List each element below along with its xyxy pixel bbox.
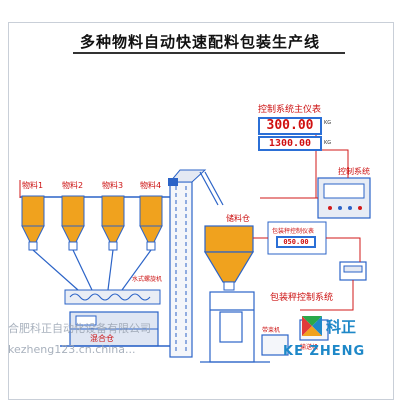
material-bin-2 bbox=[61, 195, 85, 251]
readout-secondary: 1300.00 bbox=[258, 136, 322, 151]
screw-conveyor bbox=[64, 289, 161, 305]
material-label-2: 物料2 bbox=[62, 181, 84, 190]
readout-primary: 300.00 bbox=[258, 117, 322, 135]
buffer-bin bbox=[203, 225, 255, 291]
conveyor-label: 输送机 bbox=[300, 344, 319, 351]
readout-primary-unit: KG bbox=[324, 120, 332, 126]
bucket-elevator bbox=[168, 169, 224, 358]
control-panel-title: 控制系统主仪表 bbox=[258, 105, 322, 115]
scale-control-label: 包装秤控制系统 bbox=[270, 293, 334, 303]
material-bin-1 bbox=[21, 195, 45, 251]
watermark-company: 合肥科正自动化设备有限公司 bbox=[8, 322, 151, 335]
control-system-label: 控制系统 bbox=[338, 167, 370, 176]
packing-scale-frame bbox=[200, 291, 270, 363]
mixer-label: 混合仓 bbox=[90, 334, 114, 343]
buffer-bin-label: 储料仓 bbox=[226, 214, 250, 223]
material-bin-4 bbox=[139, 195, 163, 251]
material-label-4: 物料4 bbox=[140, 181, 162, 190]
material-label-1: 物料1 bbox=[22, 181, 44, 190]
feed-pipes bbox=[32, 249, 152, 291]
material-label-3: 物料3 bbox=[102, 181, 124, 190]
scale-instrument-readout: 050.00 bbox=[276, 236, 316, 248]
title-underline bbox=[73, 52, 345, 54]
bag-clamp-label: 带束机 bbox=[262, 327, 281, 334]
brand-chinese: 科正 bbox=[326, 318, 357, 336]
page-title: 多种物料自动快速配料包装生产线 bbox=[79, 33, 320, 51]
scale-controller bbox=[339, 261, 367, 281]
material-bin-3 bbox=[101, 195, 125, 251]
control-cabinet bbox=[317, 177, 371, 219]
mixer bbox=[69, 311, 159, 347]
readout-secondary-unit: KG bbox=[324, 140, 332, 146]
scale-instrument-label: 包装秤控制仪表 bbox=[272, 228, 315, 235]
watermark-url: kezheng123.cn.china... bbox=[8, 343, 136, 356]
screw-conveyor-label: 水式螺旋机 bbox=[132, 276, 163, 283]
brand-english: KE ZHENG bbox=[283, 344, 366, 359]
